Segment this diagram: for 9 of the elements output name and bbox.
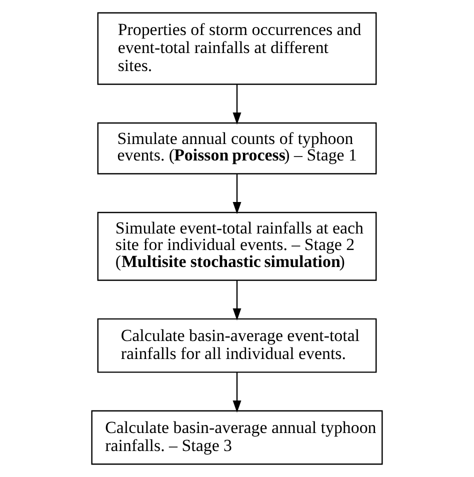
arrow [232,84,242,125]
node-box: Calculate basin-average event-total rainfalls for all individual events. [97,318,377,373]
node-box: Simulate event-total rainfalls at each site for individual events. – Stage 2 (Multisite stochastic simulation) [97,212,377,281]
node-box: Simulate annual counts of typhoon events. (Poisson process) – Stage 1 [97,122,377,174]
node-box: Properties of storm occurrences and event-total rainfalls at different sites. [97,12,377,85]
arrow [232,174,242,214]
arrow [232,372,242,413]
arrow [232,280,242,320]
node-box: Calculate basin-average annual typhoon rainfalls. – Stage 3 [91,410,383,465]
